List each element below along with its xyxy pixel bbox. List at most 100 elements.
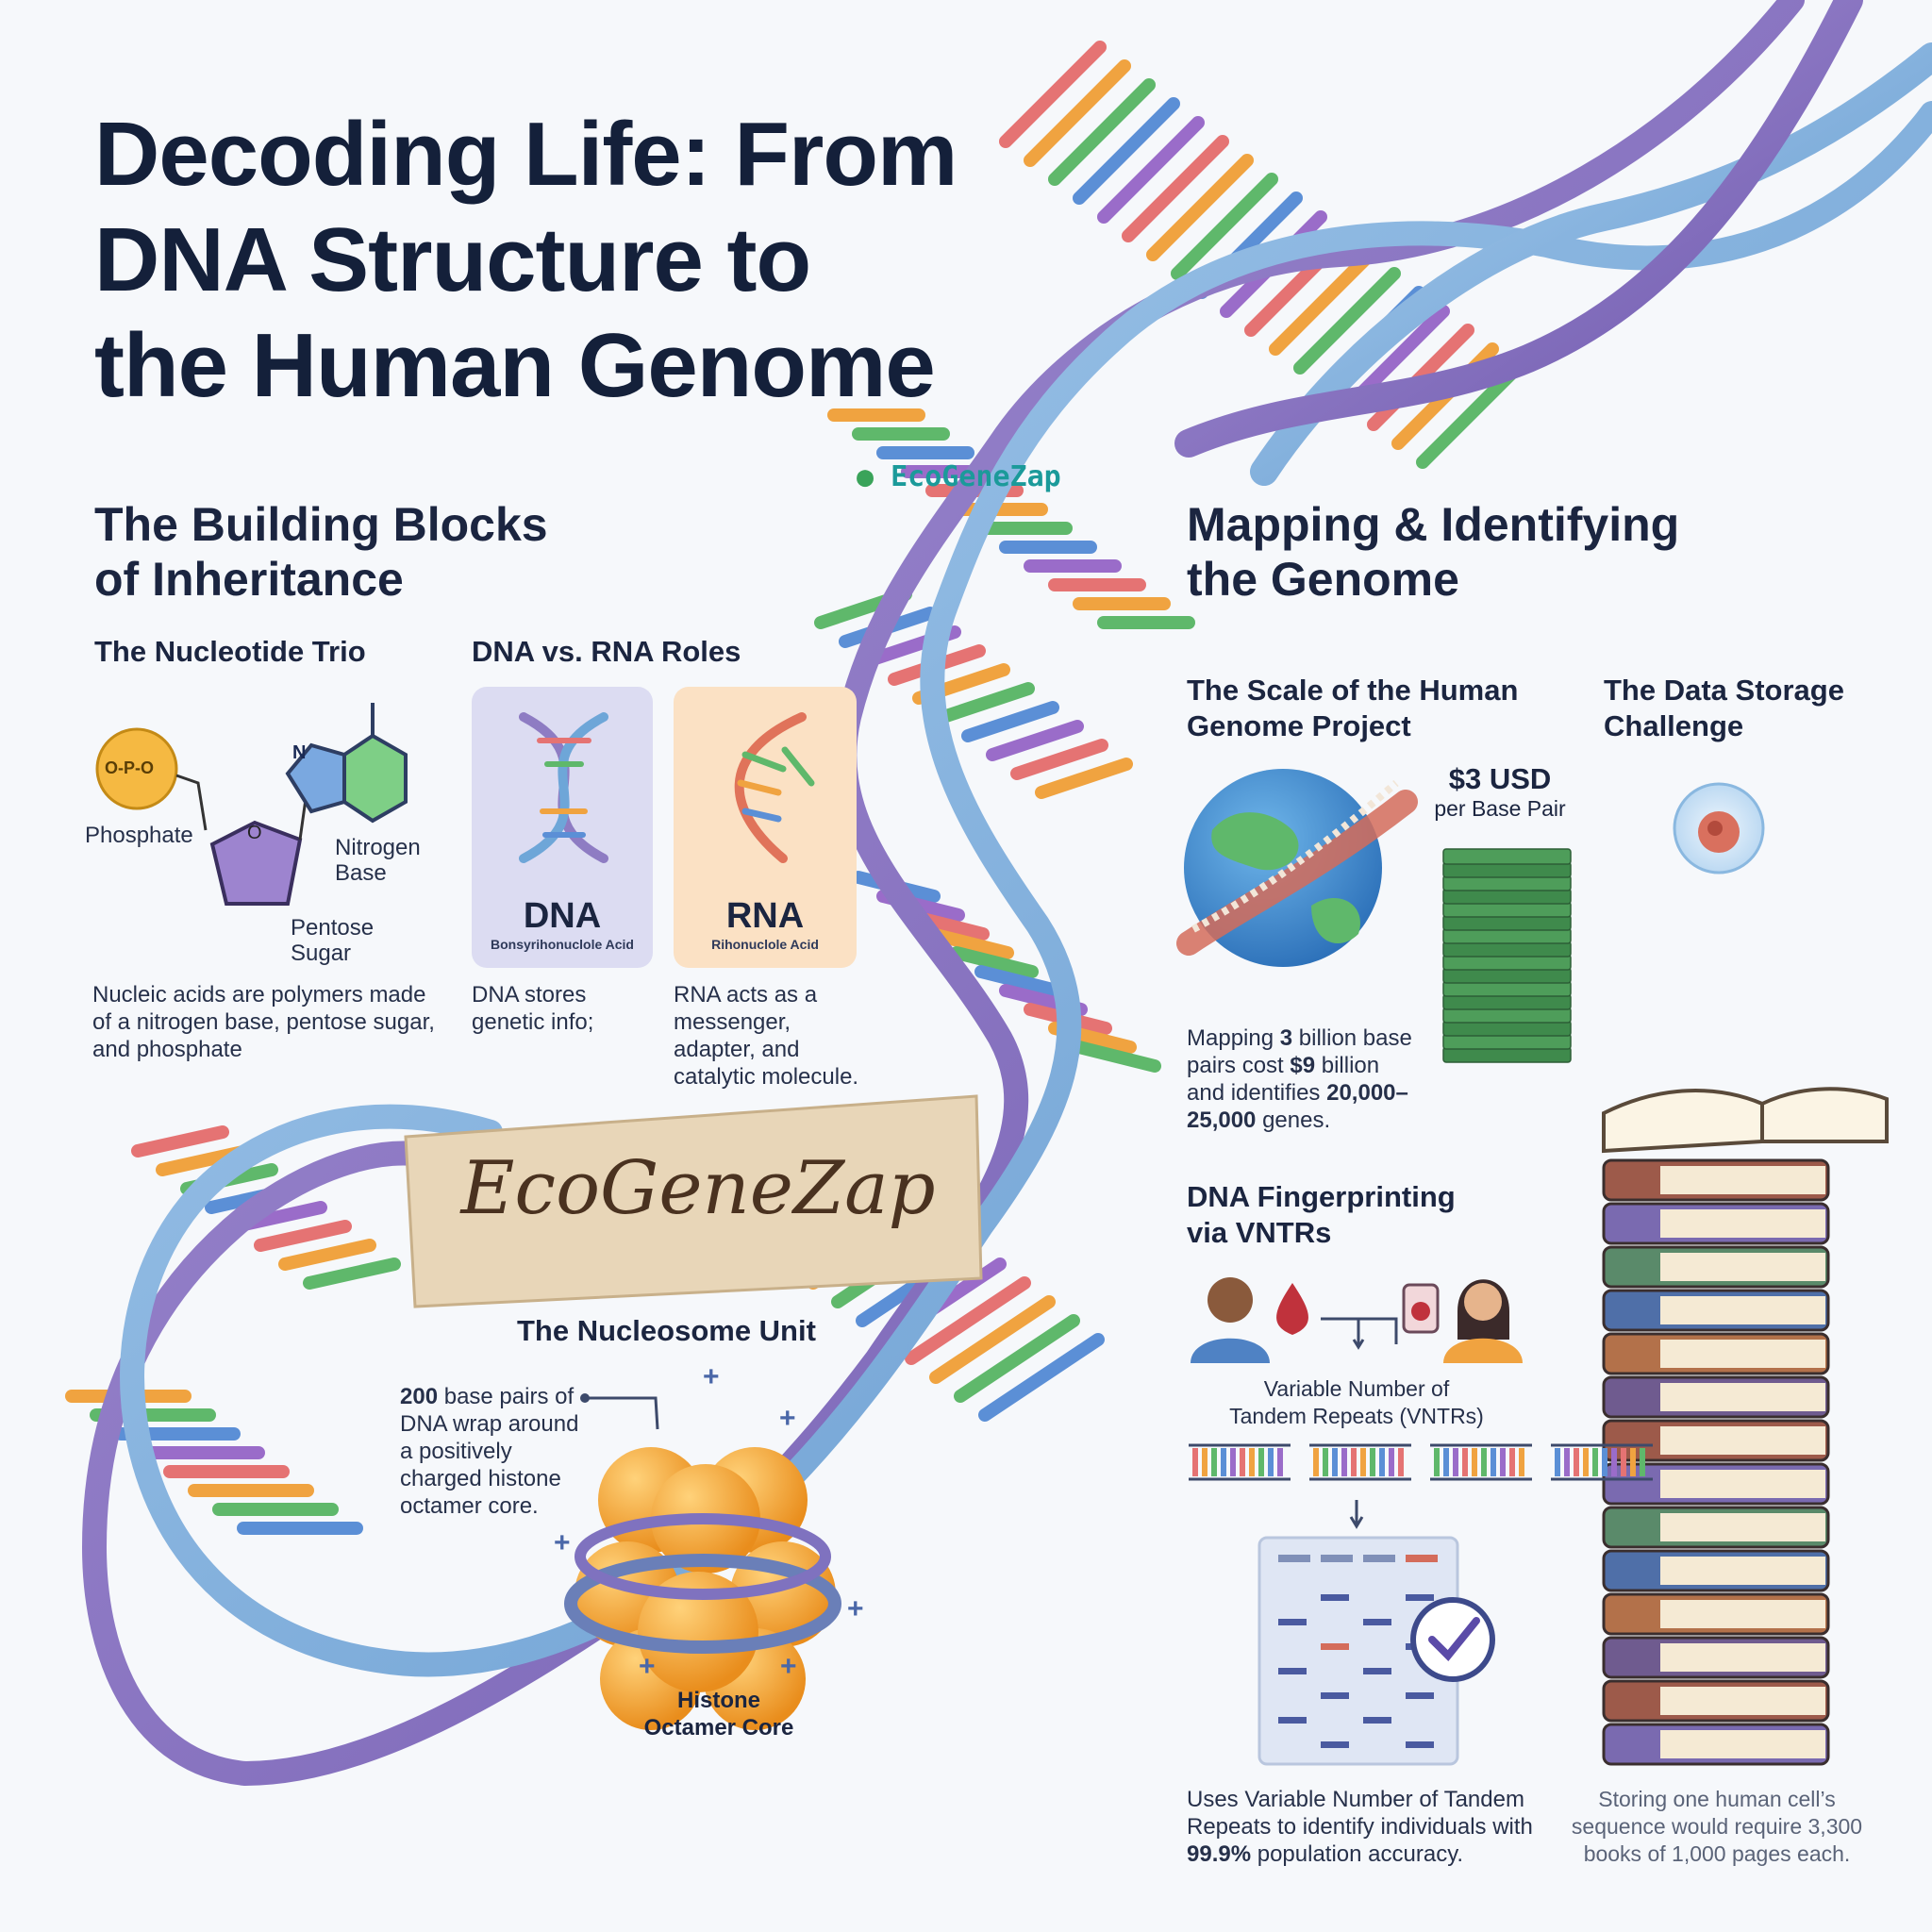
vntr-repeat [1481, 1448, 1487, 1476]
base-pair-rung [131, 1125, 229, 1158]
vntr-repeat [1491, 1448, 1496, 1476]
base-pair-rung [950, 946, 1039, 978]
histone-octamer-core-icon [564, 1447, 841, 1730]
base-pair-rung [1035, 758, 1133, 799]
blood-sample-bag-icon [1402, 1283, 1440, 1334]
nucleotide-heading: The Nucleotide Trio [94, 635, 366, 668]
vntr-repeat [1621, 1448, 1626, 1476]
title-line: the Human Genome [94, 315, 936, 416]
vntr-repeat [1453, 1448, 1458, 1476]
base-pair-rung [929, 1295, 1056, 1384]
rna-card-title: RNA Rihonuclole Acid [674, 896, 857, 952]
cell-icon [1673, 782, 1765, 874]
gel-electrophoresis-icon [1257, 1536, 1459, 1766]
gel-band [1278, 1619, 1307, 1625]
vntr-repeat [1379, 1448, 1385, 1476]
money-stack-icon [1442, 848, 1572, 1063]
vntr-repeat [1389, 1448, 1394, 1476]
vntr-repeat [1192, 1448, 1198, 1476]
rna-title: RNA [725, 896, 805, 936]
desc-text: billion [1315, 1053, 1380, 1078]
pentose-sugar-icon [209, 820, 303, 906]
desc-text: genes. [1256, 1108, 1331, 1133]
gel-well [1278, 1555, 1310, 1562]
book-pages [1660, 1513, 1825, 1541]
vntr-repeat [1240, 1448, 1245, 1476]
book-pages [1660, 1600, 1825, 1628]
dna-title: DNA [523, 896, 602, 936]
fingerprinting-description: Uses Variable Number of Tandem Repeats t… [1187, 1786, 1533, 1868]
gel-band [1321, 1643, 1349, 1650]
vntr-repeat [1211, 1448, 1217, 1476]
vntr-repeat [1443, 1448, 1449, 1476]
ring-oxygen-label: O [247, 823, 262, 843]
label-line: Nitrogen [335, 835, 421, 860]
brand-logo-text: EcoGeneZap [891, 460, 1061, 493]
rna-role-description: RNA acts as a messenger, adapter, and ca… [674, 981, 858, 1091]
base-pair-rung [1097, 116, 1205, 224]
desc-line: RNA acts as a [674, 982, 818, 1008]
nitrogen-atom-label: N [292, 742, 307, 763]
vntr-repeat [1258, 1448, 1264, 1476]
dna-subtitle: Bonsyrihonuclole Acid [491, 937, 634, 952]
vntr-repeat [1583, 1448, 1589, 1476]
vntr-repeat [1509, 1448, 1515, 1476]
brand-logo: ● EcoGeneZap [857, 460, 1061, 493]
base-pair-rung [303, 1257, 401, 1290]
vntr-repeat [1332, 1448, 1338, 1476]
vntr-repeat [1230, 1448, 1236, 1476]
book-pages [1660, 1470, 1825, 1498]
desc-line: a positively [400, 1439, 512, 1464]
label-line: Pentose [291, 915, 375, 941]
vntr-repeat [1574, 1448, 1579, 1476]
vntr-repeat [1221, 1448, 1226, 1476]
vntr-repeat [1249, 1448, 1255, 1476]
genome-scale-description: Mapping 3 billion base pairs cost $9 bil… [1187, 1024, 1412, 1134]
book-pages [1660, 1426, 1825, 1455]
vntr-repeat [1472, 1448, 1477, 1476]
positive-charge-icon: + [780, 1651, 797, 1682]
base-pair-rung [1073, 1041, 1161, 1073]
desc-line: and phosphate [92, 1037, 242, 1062]
leaf-icon: ● [857, 460, 874, 493]
book-pages [1660, 1296, 1825, 1324]
gene-count-low: 20,000– [1326, 1080, 1408, 1106]
rna-card-strand-icon [734, 712, 815, 863]
label-line: Variable Number of [1263, 1376, 1450, 1401]
histone-core-label: Histone Octamer Core [625, 1687, 813, 1741]
desc-line: messenger, [674, 1009, 791, 1035]
gel-band [1278, 1717, 1307, 1724]
label-line: Histone [676, 1688, 760, 1713]
desc-line: DNA stores [472, 982, 587, 1008]
desc-line: books of 1,000 pages each. [1583, 1841, 1851, 1866]
vntr-repeat [1370, 1448, 1375, 1476]
heading-line: Mapping & Identifying [1187, 498, 1680, 551]
vntr-repeat [1351, 1448, 1357, 1476]
book-stack-icon [1602, 1158, 1830, 1766]
positive-charge-icon: + [703, 1361, 720, 1392]
desc-line: Nucleic acids are polymers made [92, 982, 426, 1008]
base-pair-rung [278, 1239, 376, 1271]
vntr-repeat [1519, 1448, 1524, 1476]
heading-line: via VNTRs [1187, 1216, 1332, 1249]
desc-line: catalytic molecule. [674, 1064, 859, 1090]
vntr-repeat [1360, 1448, 1366, 1476]
vntr-repeat [1268, 1448, 1274, 1476]
blood-drop-icon [1276, 1283, 1308, 1335]
label-line: Octamer Core [643, 1715, 794, 1740]
globe-dna-icon [1176, 769, 1418, 967]
heading-line: the Genome [1187, 553, 1459, 606]
gene-count-high: 25,000 [1187, 1108, 1257, 1133]
desc-text: pairs cost [1187, 1053, 1291, 1078]
watermark-text: EcoGeneZap [460, 1146, 936, 1231]
base-pair-rung [986, 720, 1084, 761]
gel-well [1363, 1555, 1395, 1562]
vntr-repeat [1202, 1448, 1208, 1476]
gel-well [1406, 1555, 1438, 1562]
gel-band [1363, 1668, 1391, 1674]
vntr-label: Variable Number of Tandem Repeats (VNTRs… [1187, 1375, 1526, 1430]
vntr-repeat [1434, 1448, 1440, 1476]
dna-card-helix-icon [519, 712, 608, 863]
base-pair-rung [974, 965, 1063, 997]
